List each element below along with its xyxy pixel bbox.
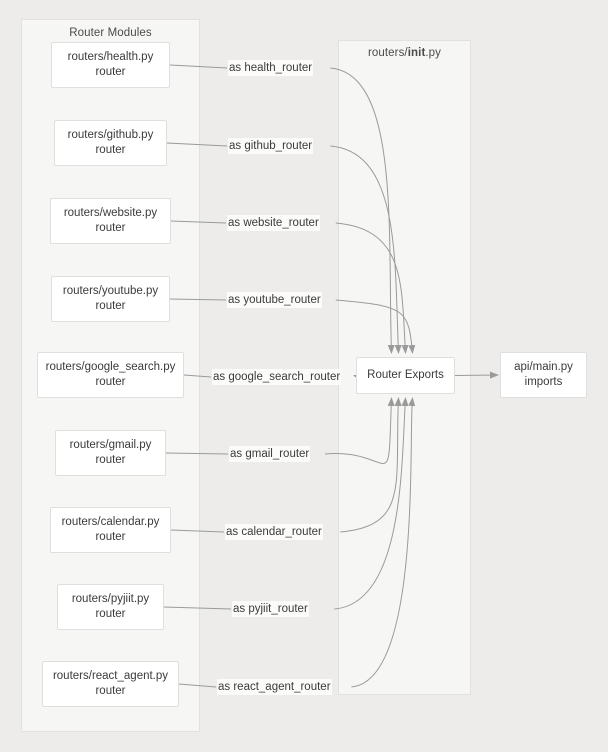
node-label-secondary: router: [95, 66, 126, 78]
node-label-primary: routers/react_agent.py: [52, 670, 169, 682]
edge-label-website: as website_router: [227, 215, 320, 231]
node-label-secondary: router: [95, 685, 126, 697]
node-label-secondary: router: [95, 608, 126, 620]
node-label-primary: routers/gmail.py: [69, 439, 152, 451]
edge-label-google_search: as google_search_router: [212, 369, 342, 385]
edge-label-pyjiit: as pyjiit_router: [232, 601, 309, 617]
node-label-secondary: router: [95, 376, 126, 388]
edge-label-calendar: as calendar_router: [225, 524, 323, 540]
node-label-primary: api/main.py: [514, 361, 573, 373]
node-label-secondary: imports: [524, 376, 563, 388]
edge-label-react_agent: as react_agent_router: [217, 679, 332, 695]
node-label-primary: routers/health.py: [67, 51, 154, 63]
node-label-secondary: router: [95, 222, 126, 234]
subgraph-routers-init-title-prefix: routers/: [367, 47, 408, 59]
node-module-pyjiit[interactable]: routers/pyjiit.py router: [57, 584, 164, 630]
node-label-primary: routers/github.py: [67, 129, 154, 141]
node-label-secondary: router: [95, 144, 126, 156]
node-label-secondary: router: [95, 531, 126, 543]
edge-label-health: as health_router: [228, 60, 314, 76]
node-label-primary: routers/website.py: [63, 207, 158, 219]
node-label-primary: routers/pyjiit.py: [71, 593, 150, 605]
subgraph-routers-init-title: routers/init.py: [338, 47, 471, 59]
subgraph-routers-init-title-bold: init: [407, 47, 426, 59]
node-label-primary: routers/google_search.py: [45, 361, 176, 373]
node-module-gmail[interactable]: routers/gmail.py router: [55, 430, 166, 476]
node-label-secondary: router: [95, 300, 126, 312]
node-label-secondary: router: [95, 454, 126, 466]
node-api-main[interactable]: api/main.py imports: [500, 352, 587, 398]
node-module-website[interactable]: routers/website.py router: [50, 198, 171, 244]
node-label-primary: Router Exports: [367, 369, 444, 381]
subgraph-routers-init-title-suffix: .py: [425, 47, 442, 59]
edge-label-gmail: as gmail_router: [229, 446, 311, 462]
node-module-youtube[interactable]: routers/youtube.py router: [51, 276, 170, 322]
edge-label-youtube: as youtube_router: [227, 292, 322, 308]
node-module-health[interactable]: routers/health.py router: [51, 42, 170, 88]
node-label-primary: routers/youtube.py: [62, 285, 159, 297]
edge-label-github: as github_router: [228, 138, 314, 154]
node-module-github[interactable]: routers/github.py router: [54, 120, 167, 166]
subgraph-router-modules-title: Router Modules: [69, 27, 152, 39]
node-module-calendar[interactable]: routers/calendar.py router: [50, 507, 171, 553]
node-router-exports[interactable]: Router Exports: [356, 357, 455, 394]
node-label-primary: routers/calendar.py: [61, 516, 160, 528]
